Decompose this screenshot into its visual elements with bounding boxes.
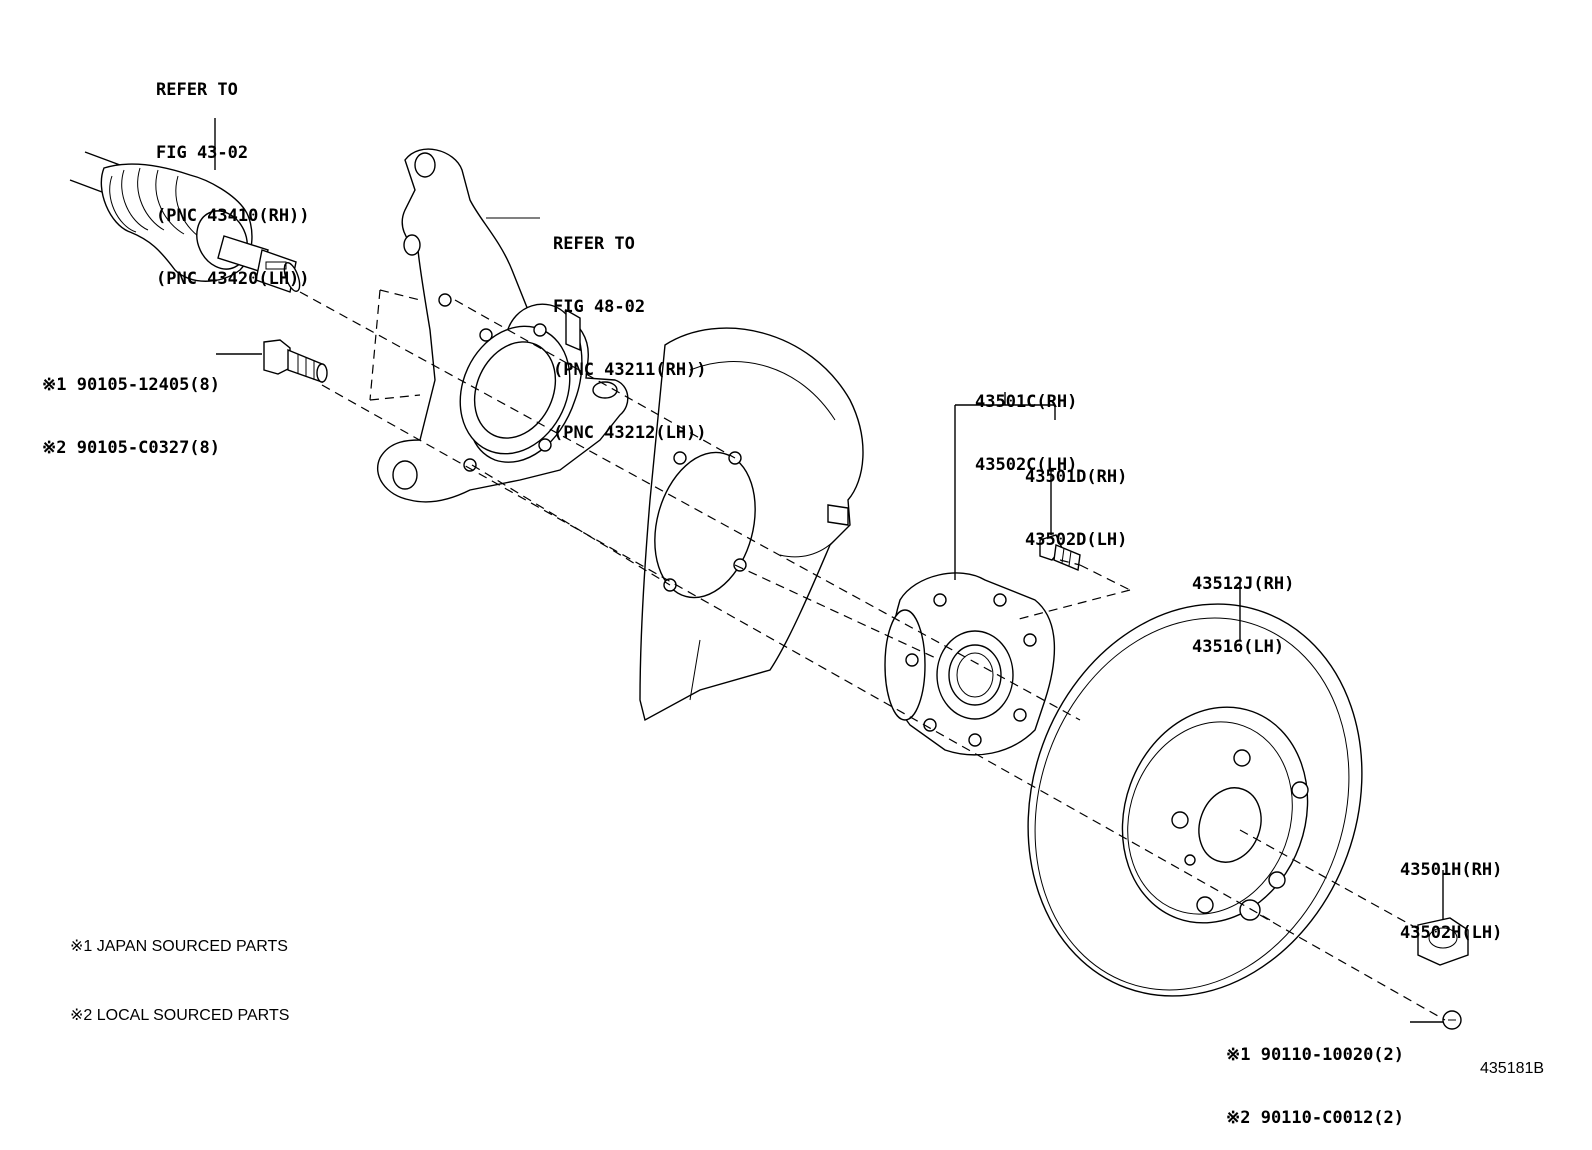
knuckle-bolt-line-2: ※2 90105-C0327(8) xyxy=(42,438,221,458)
knuckle-reference-label: REFER TO FIG 48-02 (PNC 43211(RH)) (PNC … xyxy=(553,192,707,465)
knuckle-bolt-drawing xyxy=(216,339,328,383)
exploded-parts-diagram xyxy=(69,118,1469,1030)
knuckle-bolt-part-label: ※1 90105-12405(8) ※2 90105-C0327(8) xyxy=(42,333,220,480)
note-local-sourced: ※2 LOCAL SOURCED PARTS xyxy=(70,1007,290,1024)
disc-part-label: 43512J(RH) 43516(LH) xyxy=(1192,532,1294,679)
drive-shaft-ref-line-4: (PNC 43420(LH)) xyxy=(156,269,310,289)
hub-bolt-part-label: 43501D(RH) 43502D(LH) xyxy=(1025,425,1127,572)
disc-screw-part-label: ※1 90110-10020(2) ※2 90110-C0012(2) xyxy=(1226,1003,1404,1150)
hub-nut-drawing xyxy=(1417,870,1469,966)
hub-nut-part-label: 43501H(RH) 43502H(LH) xyxy=(1400,818,1502,965)
hub-assembly-line-1: 43501C(RH) xyxy=(975,392,1078,412)
hub-assembly-line-2: 43502C(LH) xyxy=(975,455,1078,475)
drive-shaft-ref-line-1: REFER TO xyxy=(156,80,238,100)
brake-disc-drawing xyxy=(1027,578,1363,997)
hub-nut-line-1: 43501H(RH) xyxy=(1400,860,1503,880)
drive-shaft-drawing xyxy=(69,118,301,293)
figure-id: 435181B xyxy=(1480,1060,1545,1077)
knuckle-ref-line-4: (PNC 43212(LH)) xyxy=(553,423,707,443)
knuckle-ref-line-1: REFER TO xyxy=(553,234,635,254)
dust-cover-drawing xyxy=(639,327,864,722)
hub-nut-line-2: 43502H(LH) xyxy=(1400,923,1503,943)
drive-shaft-ref-line-3: (PNC 43410(RH)) xyxy=(156,206,310,226)
knuckle-ref-line-3: (PNC 43211(RH)) xyxy=(553,360,707,380)
hub-assembly-drawing xyxy=(884,392,1056,756)
disc-line-2: 43516(LH) xyxy=(1192,637,1285,657)
note-japan-sourced: ※1 JAPAN SOURCED PARTS xyxy=(70,938,288,955)
assembly-dashed-lines xyxy=(299,289,1446,1021)
knuckle-bolt-line-1: ※1 90105-12405(8) xyxy=(42,375,221,395)
disc-screw-line-2: ※2 90110-C0012(2) xyxy=(1226,1108,1405,1128)
hub-assembly-part-label: 43501C(RH) 43502C(LH) xyxy=(975,350,1077,497)
drive-shaft-ref-line-2: FIG 43-02 xyxy=(156,143,249,163)
disc-line-1: 43512J(RH) xyxy=(1192,574,1295,594)
drive-shaft-reference-label: REFER TO FIG 43-02 (PNC 43410(RH)) (PNC … xyxy=(156,38,310,311)
disc-screw-line-1: ※1 90110-10020(2) xyxy=(1226,1045,1405,1065)
knuckle-ref-line-2: FIG 48-02 xyxy=(553,297,646,317)
steering-knuckle-drawing xyxy=(376,148,629,503)
hub-bolt-line-1: 43501D(RH) xyxy=(1025,467,1128,487)
sourcing-notes: ※1 JAPAN SOURCED PARTS ※2 LOCAL SOURCED … xyxy=(70,889,289,1050)
hub-bolt-line-2: 43502D(LH) xyxy=(1025,530,1128,550)
disc-screw-drawing xyxy=(1410,1010,1462,1030)
